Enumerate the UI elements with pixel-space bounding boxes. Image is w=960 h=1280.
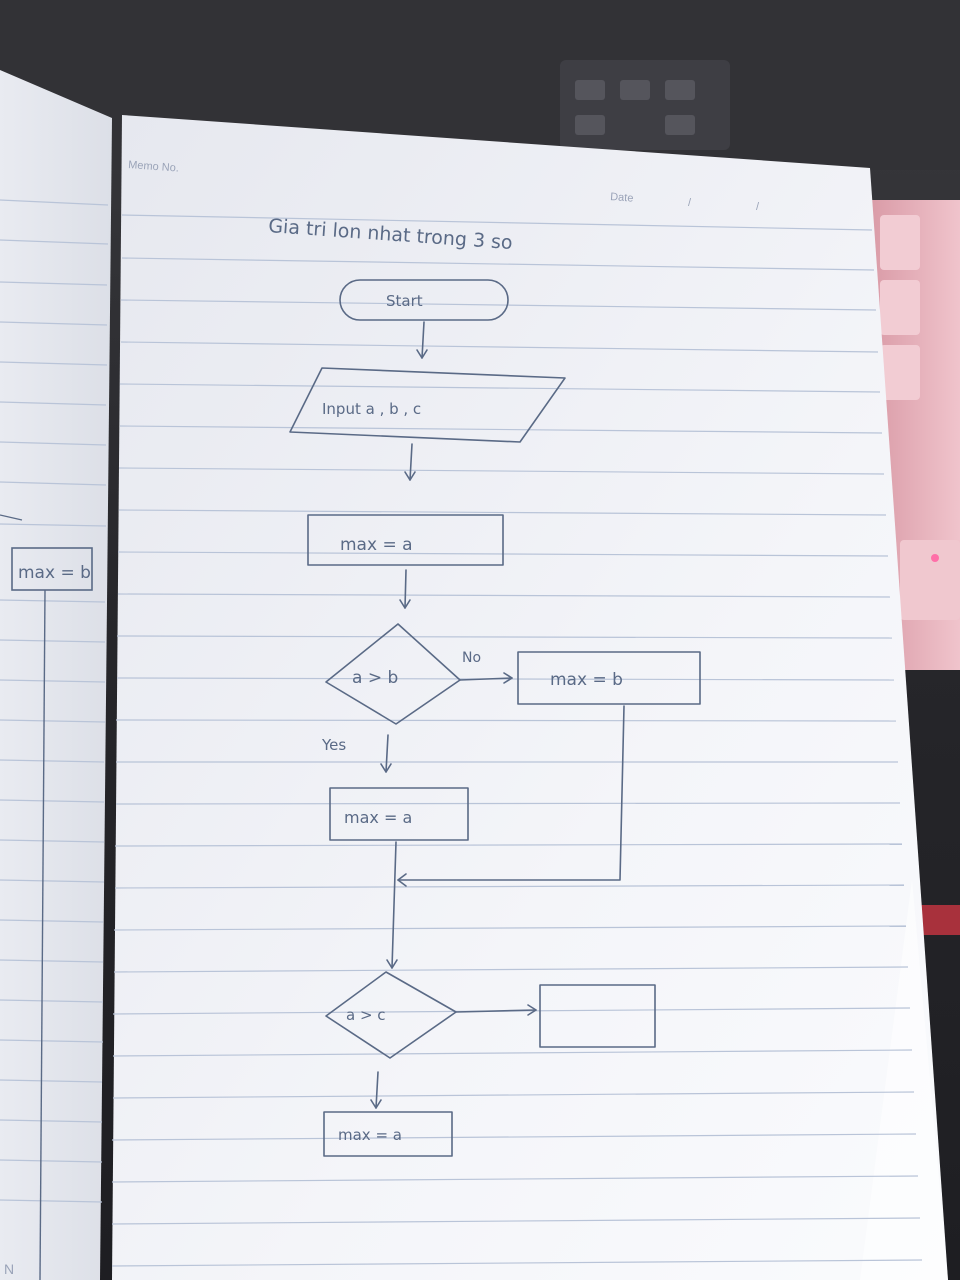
- box-max-b: [517, 651, 701, 705]
- arrow-input-max: [409, 443, 413, 481]
- left-page-box: [11, 547, 93, 591]
- box-max-b-label: max = b: [550, 670, 623, 690]
- date-header: Date: [610, 191, 634, 205]
- arrow-merge-decision: [391, 841, 397, 969]
- arrow-head: [397, 873, 407, 887]
- decision-1-no-label: No: [462, 650, 481, 666]
- date-slash-1: /: [688, 197, 692, 209]
- date-slash-2: /: [756, 201, 760, 213]
- decision-1-yes-label: Yes: [321, 736, 346, 754]
- arrow-head: [527, 1004, 537, 1016]
- start-terminator: [339, 279, 509, 321]
- start-label: Start: [386, 292, 423, 310]
- laptop-key: [665, 115, 695, 135]
- arrow-head: [370, 1099, 382, 1109]
- arrow-no: [459, 677, 513, 681]
- keyboard-key: [900, 540, 960, 620]
- keyboard-key: [880, 280, 920, 335]
- laptop-key: [665, 80, 695, 100]
- input-parallelogram: [289, 367, 566, 443]
- left-page-rules: [0, 199, 109, 1203]
- input-label: Input a , b , c: [322, 400, 421, 418]
- arrow-head: [399, 599, 411, 609]
- laptop-key: [620, 80, 650, 100]
- arrow-yes: [385, 734, 389, 773]
- box-max-a-3: [323, 1111, 453, 1157]
- page-fold: [860, 880, 948, 1280]
- arrow-head: [404, 471, 416, 481]
- left-page-box-label: max = b: [18, 563, 91, 583]
- laptop-key: [575, 115, 605, 135]
- keyboard-key: [880, 345, 920, 400]
- laptop-keys: [560, 60, 730, 150]
- arrow-head: [503, 672, 513, 684]
- arrow-a-gt-c-right: [455, 1009, 537, 1013]
- box-max-a-3-label: max = a: [338, 1126, 402, 1144]
- box-max-a-2-label: max = a: [344, 808, 412, 827]
- decision-1-label: a > b: [352, 668, 398, 688]
- keyboard-key: [880, 215, 920, 270]
- arrow-start-input: [421, 321, 425, 359]
- right-page-rules: [111, 214, 923, 1267]
- decision-2-label: a > c: [346, 1006, 386, 1024]
- left-page-arrow: [0, 514, 23, 521]
- laptop-key: [575, 80, 605, 100]
- box-max-a-label: max = a: [340, 535, 413, 555]
- decision-a-gt-b: [325, 623, 461, 725]
- arrow-head: [416, 349, 428, 359]
- arrow-a-gt-c-down: [375, 1071, 379, 1109]
- corner-mark: N: [4, 1261, 14, 1277]
- keyboard-led: [931, 554, 939, 562]
- flowchart-shapes: [289, 279, 701, 1157]
- box-empty: [539, 984, 656, 1048]
- decision-a-gt-c: [325, 971, 457, 1059]
- arrow-head: [386, 959, 398, 969]
- box-max-a: [307, 514, 504, 566]
- memo-header: Memo No.: [128, 159, 179, 175]
- left-page-line: [39, 589, 46, 1280]
- merge-line: [397, 705, 625, 881]
- arrow-head: [380, 763, 392, 773]
- right-page: [112, 115, 948, 1280]
- box-max-a-2: [329, 787, 469, 841]
- left-page: [0, 70, 112, 1280]
- arrow-max-decision: [404, 569, 407, 609]
